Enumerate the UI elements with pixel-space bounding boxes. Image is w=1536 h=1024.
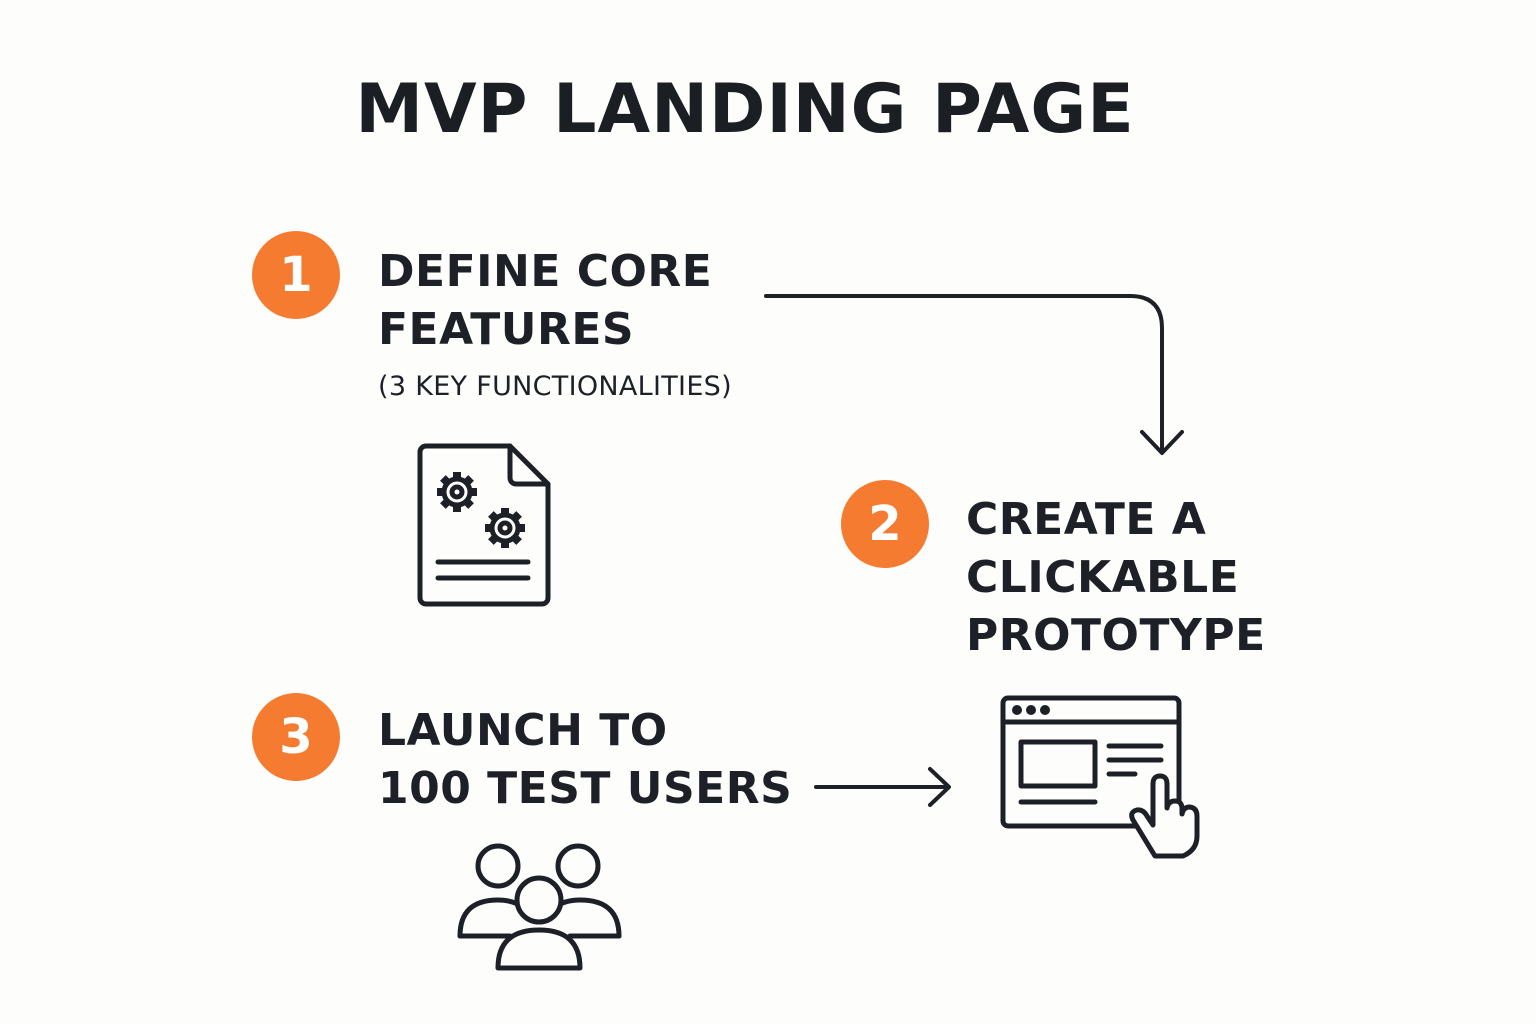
step-2-title-line: CLICKABLE [966, 552, 1240, 603]
step-3-number: 3 [279, 709, 313, 765]
step-2-number: 2 [868, 496, 902, 552]
step-1-title-line: FEATURES [378, 304, 635, 355]
user-group-icon [457, 843, 622, 971]
step-2-badge: 2 [841, 480, 929, 568]
elbow-arrow-icon [764, 294, 1184, 455]
step-1-subtitle: (3 KEY FUNCTIONALITIES) [378, 371, 732, 402]
page-title: MVP LANDING PAGE [355, 70, 1135, 149]
step-2-title: CREATE A CLICKABLE PROTOTYPE [966, 491, 1266, 665]
step-2-title-line: CREATE A [966, 494, 1207, 545]
step-2-title-line: PROTOTYPE [966, 610, 1266, 661]
step-3-badge: 3 [252, 693, 340, 781]
step-1-title: DEFINE CORE FEATURES [378, 243, 712, 359]
step-1-title-line: DEFINE CORE [378, 246, 713, 297]
document-gears-icon [417, 443, 551, 607]
step-3-title-line: 100 TEST USERS [378, 763, 793, 814]
browser-window-pointer-icon [1000, 695, 1200, 859]
step-1-number: 1 [279, 247, 313, 303]
step-3-title-line: LAUNCH TO [378, 705, 668, 756]
step-1-badge: 1 [252, 231, 340, 319]
right-arrow-icon [814, 767, 951, 807]
step-3-title: LAUNCH TO 100 TEST USERS [378, 702, 792, 818]
